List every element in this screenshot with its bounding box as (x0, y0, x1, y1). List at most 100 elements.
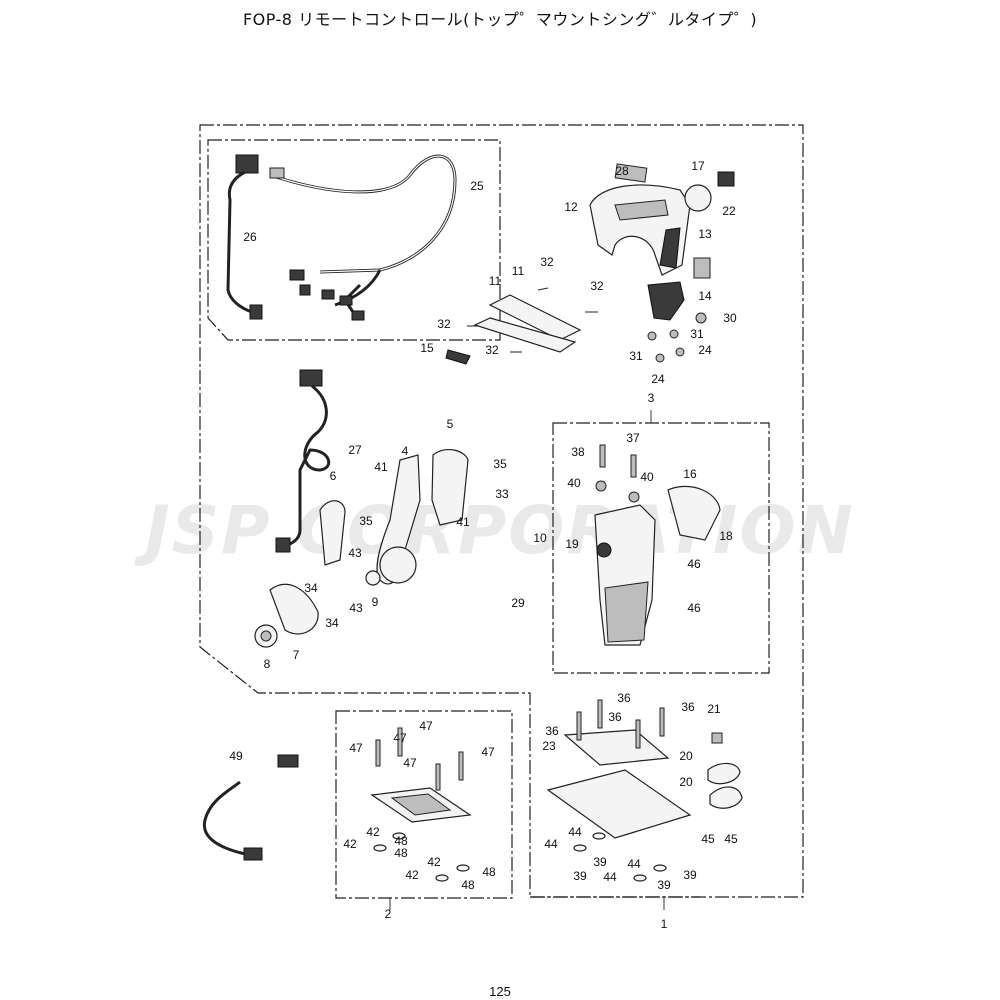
callout-14: 14 (698, 289, 712, 303)
callout-44: 44 (568, 825, 582, 839)
callout-49: 49 (229, 749, 243, 763)
base-kit-2-box (335, 710, 513, 899)
callout-25: 25 (470, 179, 484, 193)
callout-36: 36 (617, 691, 631, 705)
callout-39: 39 (593, 855, 607, 869)
harness-26 (226, 154, 285, 320)
top-cover-12 (589, 184, 691, 276)
plate-11b (473, 317, 577, 353)
control-unit-box (552, 422, 770, 674)
screw-30 (695, 312, 707, 324)
callout-20: 20 (679, 749, 693, 763)
callout-46: 46 (687, 601, 701, 615)
callout-42: 42 (405, 868, 419, 882)
callout-47: 47 (419, 719, 433, 733)
watermark: JSP CORPORATION (134, 492, 855, 569)
callout-46: 46 (687, 557, 701, 571)
page-title: FOP-8 リモートコントロール(トップ゜マウントシング゛ルタイプ゜) (242, 10, 758, 29)
callout-32: 32 (485, 343, 499, 357)
harness-25 (269, 154, 457, 321)
gasket-23 (563, 729, 670, 766)
callout-17: 17 (691, 159, 705, 173)
callout-39: 39 (683, 868, 697, 882)
callout-48: 48 (394, 846, 408, 860)
bracket-14 (647, 281, 685, 321)
callout-2: 2 (385, 907, 392, 921)
callout-11: 11 (512, 264, 525, 278)
callout-36: 36 (545, 724, 559, 738)
callout-42: 42 (366, 825, 380, 839)
callout-34: 34 (304, 581, 318, 595)
callout-36: 36 (681, 700, 695, 714)
callout-11: 11 (489, 274, 502, 288)
callout-31: 31 (629, 349, 643, 363)
base-plate-1 (546, 769, 692, 839)
callout-47: 47 (393, 731, 407, 745)
callout-42: 42 (427, 855, 441, 869)
page-number: 125 (489, 984, 511, 999)
bracket-20b (709, 786, 743, 809)
callout-7: 7 (293, 648, 300, 662)
callout-22: 22 (722, 204, 736, 218)
arm-5 (431, 448, 469, 526)
part-6 (319, 500, 346, 566)
callout-15: 15 (420, 341, 434, 355)
callout-41: 41 (456, 515, 470, 529)
callout-39: 39 (573, 869, 587, 883)
callout-26: 26 (243, 230, 257, 244)
callout-32: 32 (590, 279, 604, 293)
callout-43: 43 (348, 546, 362, 560)
callout-48: 48 (482, 865, 496, 879)
callout-47: 47 (349, 741, 363, 755)
callout-44: 44 (544, 837, 558, 851)
callout-44: 44 (603, 870, 617, 884)
callout-33: 33 (495, 487, 509, 501)
callout-41: 41 (374, 460, 388, 474)
callout-23: 23 (542, 739, 556, 753)
callout-6: 6 (330, 469, 337, 483)
callout-29: 29 (511, 596, 525, 610)
callout-45: 45 (701, 832, 715, 846)
plate-28 (614, 163, 648, 183)
callout-39: 39 (657, 878, 671, 892)
callout-labels: 1234567891011111213141516171819202021222… (229, 159, 738, 931)
callout-4: 4 (402, 444, 409, 458)
ring-17 (684, 184, 712, 212)
harness-box (207, 139, 501, 341)
callout-40: 40 (640, 470, 654, 484)
bolts (375, 699, 665, 791)
callout-5: 5 (447, 417, 454, 431)
callout-9: 9 (372, 595, 379, 609)
callout-31: 31 (690, 327, 704, 341)
callout-47: 47 (403, 756, 417, 770)
callout-48: 48 (394, 834, 408, 848)
callout-16: 16 (683, 467, 697, 481)
callout-24: 24 (651, 372, 665, 386)
washer-9 (365, 570, 381, 586)
nut-21 (711, 732, 723, 744)
callout-24: 24 (698, 343, 712, 357)
callout-45: 45 (724, 832, 738, 846)
callout-40: 40 (567, 476, 581, 490)
callout-32: 32 (437, 317, 451, 331)
callout-42: 42 (343, 837, 357, 851)
plate-15 (445, 349, 471, 365)
callout-32: 32 (540, 255, 554, 269)
callout-8: 8 (264, 657, 271, 671)
switch-22 (717, 171, 735, 187)
callout-21: 21 (707, 702, 721, 716)
plate-13 (693, 257, 711, 279)
callout-3: 3 (648, 391, 655, 405)
callout-43: 43 (349, 601, 363, 615)
callout-34: 34 (325, 616, 339, 630)
callout-44: 44 (627, 857, 641, 871)
callout-47: 47 (481, 745, 495, 759)
callout-12: 12 (564, 200, 578, 214)
bracket-20a (707, 762, 741, 785)
callout-10: 10 (533, 531, 547, 545)
callout-37: 37 (626, 431, 640, 445)
callout-13: 13 (698, 227, 712, 241)
callout-35: 35 (359, 514, 373, 528)
callout-36: 36 (608, 710, 622, 724)
